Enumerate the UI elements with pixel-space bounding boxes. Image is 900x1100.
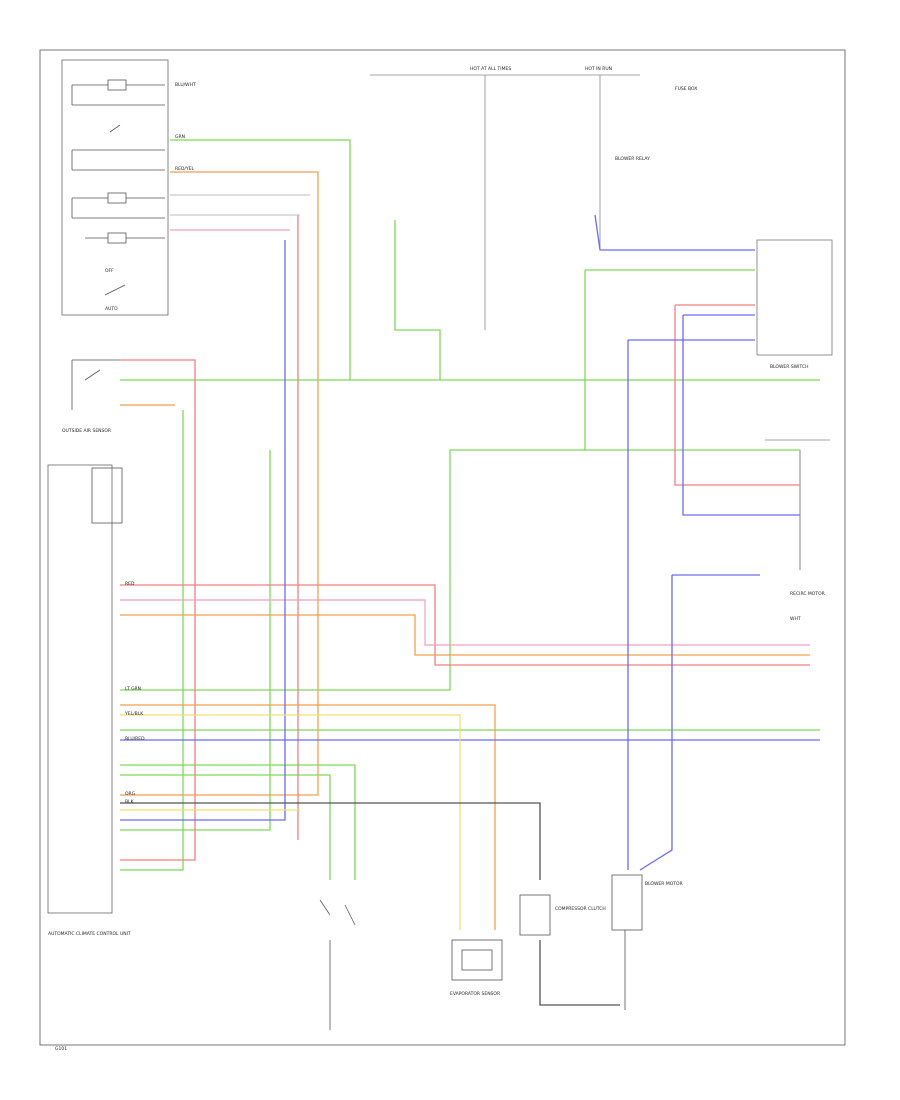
blower-switch-label: BLOWER SWITCH [770,364,808,370]
compressor-clutch-label: COMPRESSOR CLUTCH [555,906,606,912]
wire-label-grn: GRN [175,134,185,140]
evaporator-sensor-inner [461,949,493,971]
wire-label-wht: WHT [790,616,801,622]
green-wires [120,139,820,880]
blue-wires [120,214,820,871]
evaporator-sensor-label: EVAPORATOR SENSOR [450,991,500,997]
blower-motor-label: BLOWER MOTOR [645,881,683,887]
gray-wires [170,194,310,216]
orange-wires [120,171,810,930]
wire-label-red: RED [125,581,135,587]
wire-label-blk: BLK [125,799,135,805]
wire-label-org: ORG [125,791,136,797]
black-wires [120,802,620,1006]
pink-wires [120,229,810,646]
recirc-motor-label: RECIRC MOTOR [790,591,825,597]
hot-at-all-times-label: HOT AT ALL TIMES [470,66,511,72]
control-unit-label: AUTOMATIC CLIMATE CONTROL UNIT [48,931,131,937]
outside-air-sensor-label: OUTSIDE AIR SENSOR [62,428,111,434]
wire-label-blu-wht: BLU/WHT [175,82,196,88]
wire-label-blu-red: BLU/RED [125,736,145,742]
panel-switches [71,79,165,296]
wire-label-ltgrn: LT GRN [125,686,141,692]
off-label: OFF [105,268,114,274]
outside-air-sensor [71,359,120,410]
control-unit-box [47,464,113,914]
relay-block [91,467,123,524]
wire-label-red-yel: RED/YEL [175,166,195,172]
diagram-border [39,49,846,1046]
control-panel-box [61,59,169,316]
switch-contacts-bottom [319,899,356,1030]
compressor-relay-box [519,894,551,936]
blower-motor-box [611,874,643,931]
hot-in-run-label: HOT IN RUN [585,66,612,72]
red-wires [120,215,810,861]
aux-label: AUTO [105,306,118,312]
yellow-wires [120,714,461,930]
power-relay-label: BLOWER RELAY [615,156,650,162]
blower-switch-box [756,239,833,356]
ground-label: G101 [55,1046,67,1052]
evaporator-sensor-box [451,939,503,981]
wire-label-yel-blk: YEL/BLK [124,711,144,717]
fuse-box-label: FUSE BOX [675,86,697,92]
